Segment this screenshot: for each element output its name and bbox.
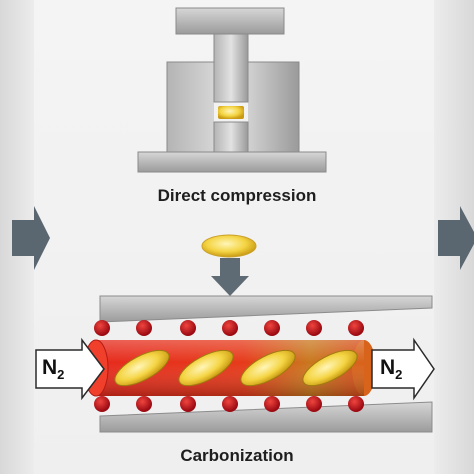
- heater-dot: [264, 320, 280, 336]
- heater-dots-top: [94, 320, 364, 336]
- heater-dot: [180, 320, 196, 336]
- compression-press: [137, 7, 327, 173]
- heater-dot: [94, 320, 110, 336]
- heater-dot: [348, 320, 364, 336]
- heater-dot: [180, 396, 196, 412]
- press-top-plate: [175, 7, 285, 35]
- compression-step-label: Direct compression: [157, 186, 317, 205]
- press-bottom-punch: [213, 121, 249, 153]
- pellet-icon: [178, 349, 234, 387]
- n2-outlet-symbol: N: [380, 356, 396, 379]
- pellet-icon: [114, 349, 170, 387]
- n2-inlet-symbol: N: [42, 356, 58, 379]
- n2-outlet-label: N2: [380, 356, 402, 382]
- n2-inlet-subscript: 2: [57, 367, 65, 383]
- heater-dot: [348, 396, 364, 412]
- heater-dot: [306, 396, 322, 412]
- carbonization-step-label: Carbonization: [180, 446, 294, 465]
- flow-in-arrow-icon: [12, 206, 50, 270]
- n2-outlet-subscript: 2: [395, 367, 403, 383]
- n2-inlet-label: N2: [42, 356, 64, 382]
- compressed-pellet-icon: [201, 234, 257, 258]
- flow-out-arrow-icon: [438, 206, 474, 270]
- n2-inlet-arrow-icon: [35, 337, 105, 401]
- n2-outlet-arrow-icon: [371, 337, 435, 401]
- heater-dot: [264, 396, 280, 412]
- press-base-plate: [137, 151, 327, 173]
- pellet-icon: [302, 349, 358, 387]
- pellet-icon: [240, 349, 296, 387]
- heater-dot: [136, 320, 152, 336]
- pellets-in-furnace: [114, 349, 358, 387]
- furnace-top-plate: [99, 295, 433, 323]
- heater-dot: [222, 320, 238, 336]
- heater-dot: [136, 396, 152, 412]
- press-pellet: [218, 106, 244, 119]
- heater-dot: [222, 396, 238, 412]
- heater-dots-bottom: [94, 396, 364, 412]
- press-punch-front: [213, 33, 249, 103]
- heater-dot: [306, 320, 322, 336]
- arrow-down-icon: [211, 258, 249, 296]
- heater-dot: [94, 396, 110, 412]
